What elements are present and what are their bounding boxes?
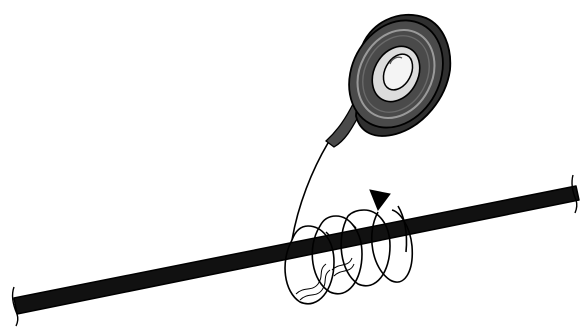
rotation-arrow-head xyxy=(370,190,390,210)
texture-line-3 xyxy=(332,258,352,270)
rod-body xyxy=(14,186,579,314)
tape-wrap-1 xyxy=(285,226,334,304)
tape-strip xyxy=(292,102,362,240)
texture-line-1 xyxy=(296,264,326,294)
rod-icon xyxy=(13,175,579,326)
